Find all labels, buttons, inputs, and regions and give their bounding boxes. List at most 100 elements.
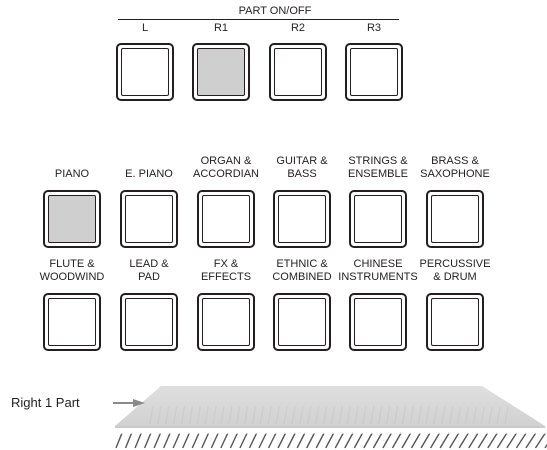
right1-part-layer xyxy=(115,386,545,426)
key-stroke-faded xyxy=(300,406,303,424)
key-stroke xyxy=(116,433,122,448)
key-stroke xyxy=(145,433,151,448)
key-stroke-faded xyxy=(363,406,366,424)
key-stroke-faded xyxy=(205,406,208,424)
key-stroke xyxy=(459,433,468,448)
key-stroke-faded xyxy=(308,406,311,424)
key-stroke xyxy=(173,433,180,448)
part-onoff-title: PART ON/OFF xyxy=(200,5,350,18)
key-stroke-faded xyxy=(260,406,263,424)
key-stroke-faded xyxy=(268,406,271,424)
key-stroke-faded xyxy=(229,406,232,424)
key-stroke-faded xyxy=(237,406,240,424)
key-stroke xyxy=(202,433,209,448)
key-stroke-faded xyxy=(347,406,350,424)
part-button-l[interactable] xyxy=(116,43,174,101)
key-stroke xyxy=(431,433,440,448)
key-stroke-faded xyxy=(418,406,421,424)
voice-label-brass-saxophone: BRASS & SAXOPHONE xyxy=(395,155,515,181)
key-stroke-faded xyxy=(466,406,469,424)
key-stroke xyxy=(192,433,199,448)
key-stroke-faded xyxy=(489,406,492,424)
key-stroke xyxy=(421,433,430,448)
voice-button-chinese-instruments[interactable] xyxy=(349,293,407,351)
key-stroke xyxy=(488,433,497,448)
key-stroke xyxy=(335,433,343,448)
part-layer-front-edge xyxy=(115,426,545,428)
key-stroke-faded xyxy=(410,406,413,424)
key-stroke xyxy=(364,433,372,448)
key-stroke xyxy=(373,433,381,448)
key-stroke-faded xyxy=(324,406,327,424)
voice-button-e-piano[interactable] xyxy=(120,190,178,248)
voice-button-organ-accordian[interactable] xyxy=(197,190,255,248)
key-stroke xyxy=(354,433,362,448)
key-stroke-faded xyxy=(395,406,398,424)
key-stroke-faded xyxy=(284,406,287,424)
key-stroke-faded xyxy=(253,406,256,424)
key-stroke-faded xyxy=(379,406,382,424)
key-stroke-faded xyxy=(331,406,334,424)
key-stroke xyxy=(478,433,487,448)
keyboard-keys xyxy=(110,406,547,448)
voice-button-lead-pad[interactable] xyxy=(120,293,178,351)
key-stroke-faded xyxy=(434,406,437,424)
key-stroke xyxy=(412,433,421,448)
voice-button-flute-woodwind[interactable] xyxy=(43,293,101,351)
key-stroke-faded xyxy=(245,406,248,424)
voice-button-ethnic-combined[interactable] xyxy=(273,293,331,351)
key-stroke-faded xyxy=(481,406,484,424)
key-stroke xyxy=(402,433,411,448)
voice-button-guitar-bass[interactable] xyxy=(273,190,331,248)
key-stroke xyxy=(535,433,545,448)
key-stroke xyxy=(497,433,507,448)
voice-button-piano[interactable] xyxy=(43,190,101,248)
voice-button-fx-effects[interactable] xyxy=(197,293,255,351)
part-button-r2[interactable] xyxy=(269,43,327,101)
voice-button-brass-saxophone[interactable] xyxy=(426,190,484,248)
key-stroke xyxy=(240,433,247,448)
key-stroke-faded xyxy=(158,406,161,424)
part-button-r3[interactable] xyxy=(345,43,403,101)
key-stroke-faded xyxy=(174,406,177,424)
key-stroke xyxy=(507,433,517,448)
key-stroke xyxy=(269,433,276,448)
key-stroke-faded xyxy=(442,406,445,424)
key-stroke xyxy=(211,433,218,448)
key-stroke xyxy=(164,433,170,448)
part-onoff-rule xyxy=(118,19,399,20)
key-stroke-faded xyxy=(505,406,508,424)
key-stroke-faded xyxy=(150,406,153,424)
key-stroke xyxy=(126,433,132,448)
voice-button-percussive-drum[interactable] xyxy=(426,293,484,351)
key-stroke-faded xyxy=(450,406,453,424)
key-stroke-faded xyxy=(197,406,200,424)
key-stroke xyxy=(516,433,526,448)
key-stroke-faded xyxy=(213,406,216,424)
key-stroke-faded xyxy=(189,406,192,424)
key-stroke xyxy=(345,433,353,448)
key-stroke xyxy=(450,433,459,448)
key-stroke-faded xyxy=(292,406,295,424)
key-stroke xyxy=(307,433,315,448)
key-stroke xyxy=(326,433,334,448)
key-stroke xyxy=(183,433,190,448)
key-stroke-faded xyxy=(402,406,405,424)
key-stroke-faded xyxy=(387,406,390,424)
voice-button-strings-ensemble[interactable] xyxy=(349,190,407,248)
key-stroke xyxy=(297,433,305,448)
key-stroke xyxy=(230,433,237,448)
key-stroke-faded xyxy=(371,406,374,424)
arrow-icon xyxy=(113,399,145,407)
voice-label-percussive-drum: PERCUSSIVE & DRUM xyxy=(395,258,515,284)
part-label-r3: R3 xyxy=(345,22,403,35)
part-label-r2: R2 xyxy=(269,22,327,35)
part-button-r1[interactable] xyxy=(192,43,250,101)
key-stroke-faded xyxy=(339,406,342,424)
key-stroke xyxy=(154,433,160,448)
key-stroke xyxy=(383,433,391,448)
key-stroke-faded xyxy=(221,406,224,424)
key-stroke xyxy=(278,433,286,448)
key-stroke xyxy=(259,433,266,448)
key-stroke xyxy=(392,433,401,448)
